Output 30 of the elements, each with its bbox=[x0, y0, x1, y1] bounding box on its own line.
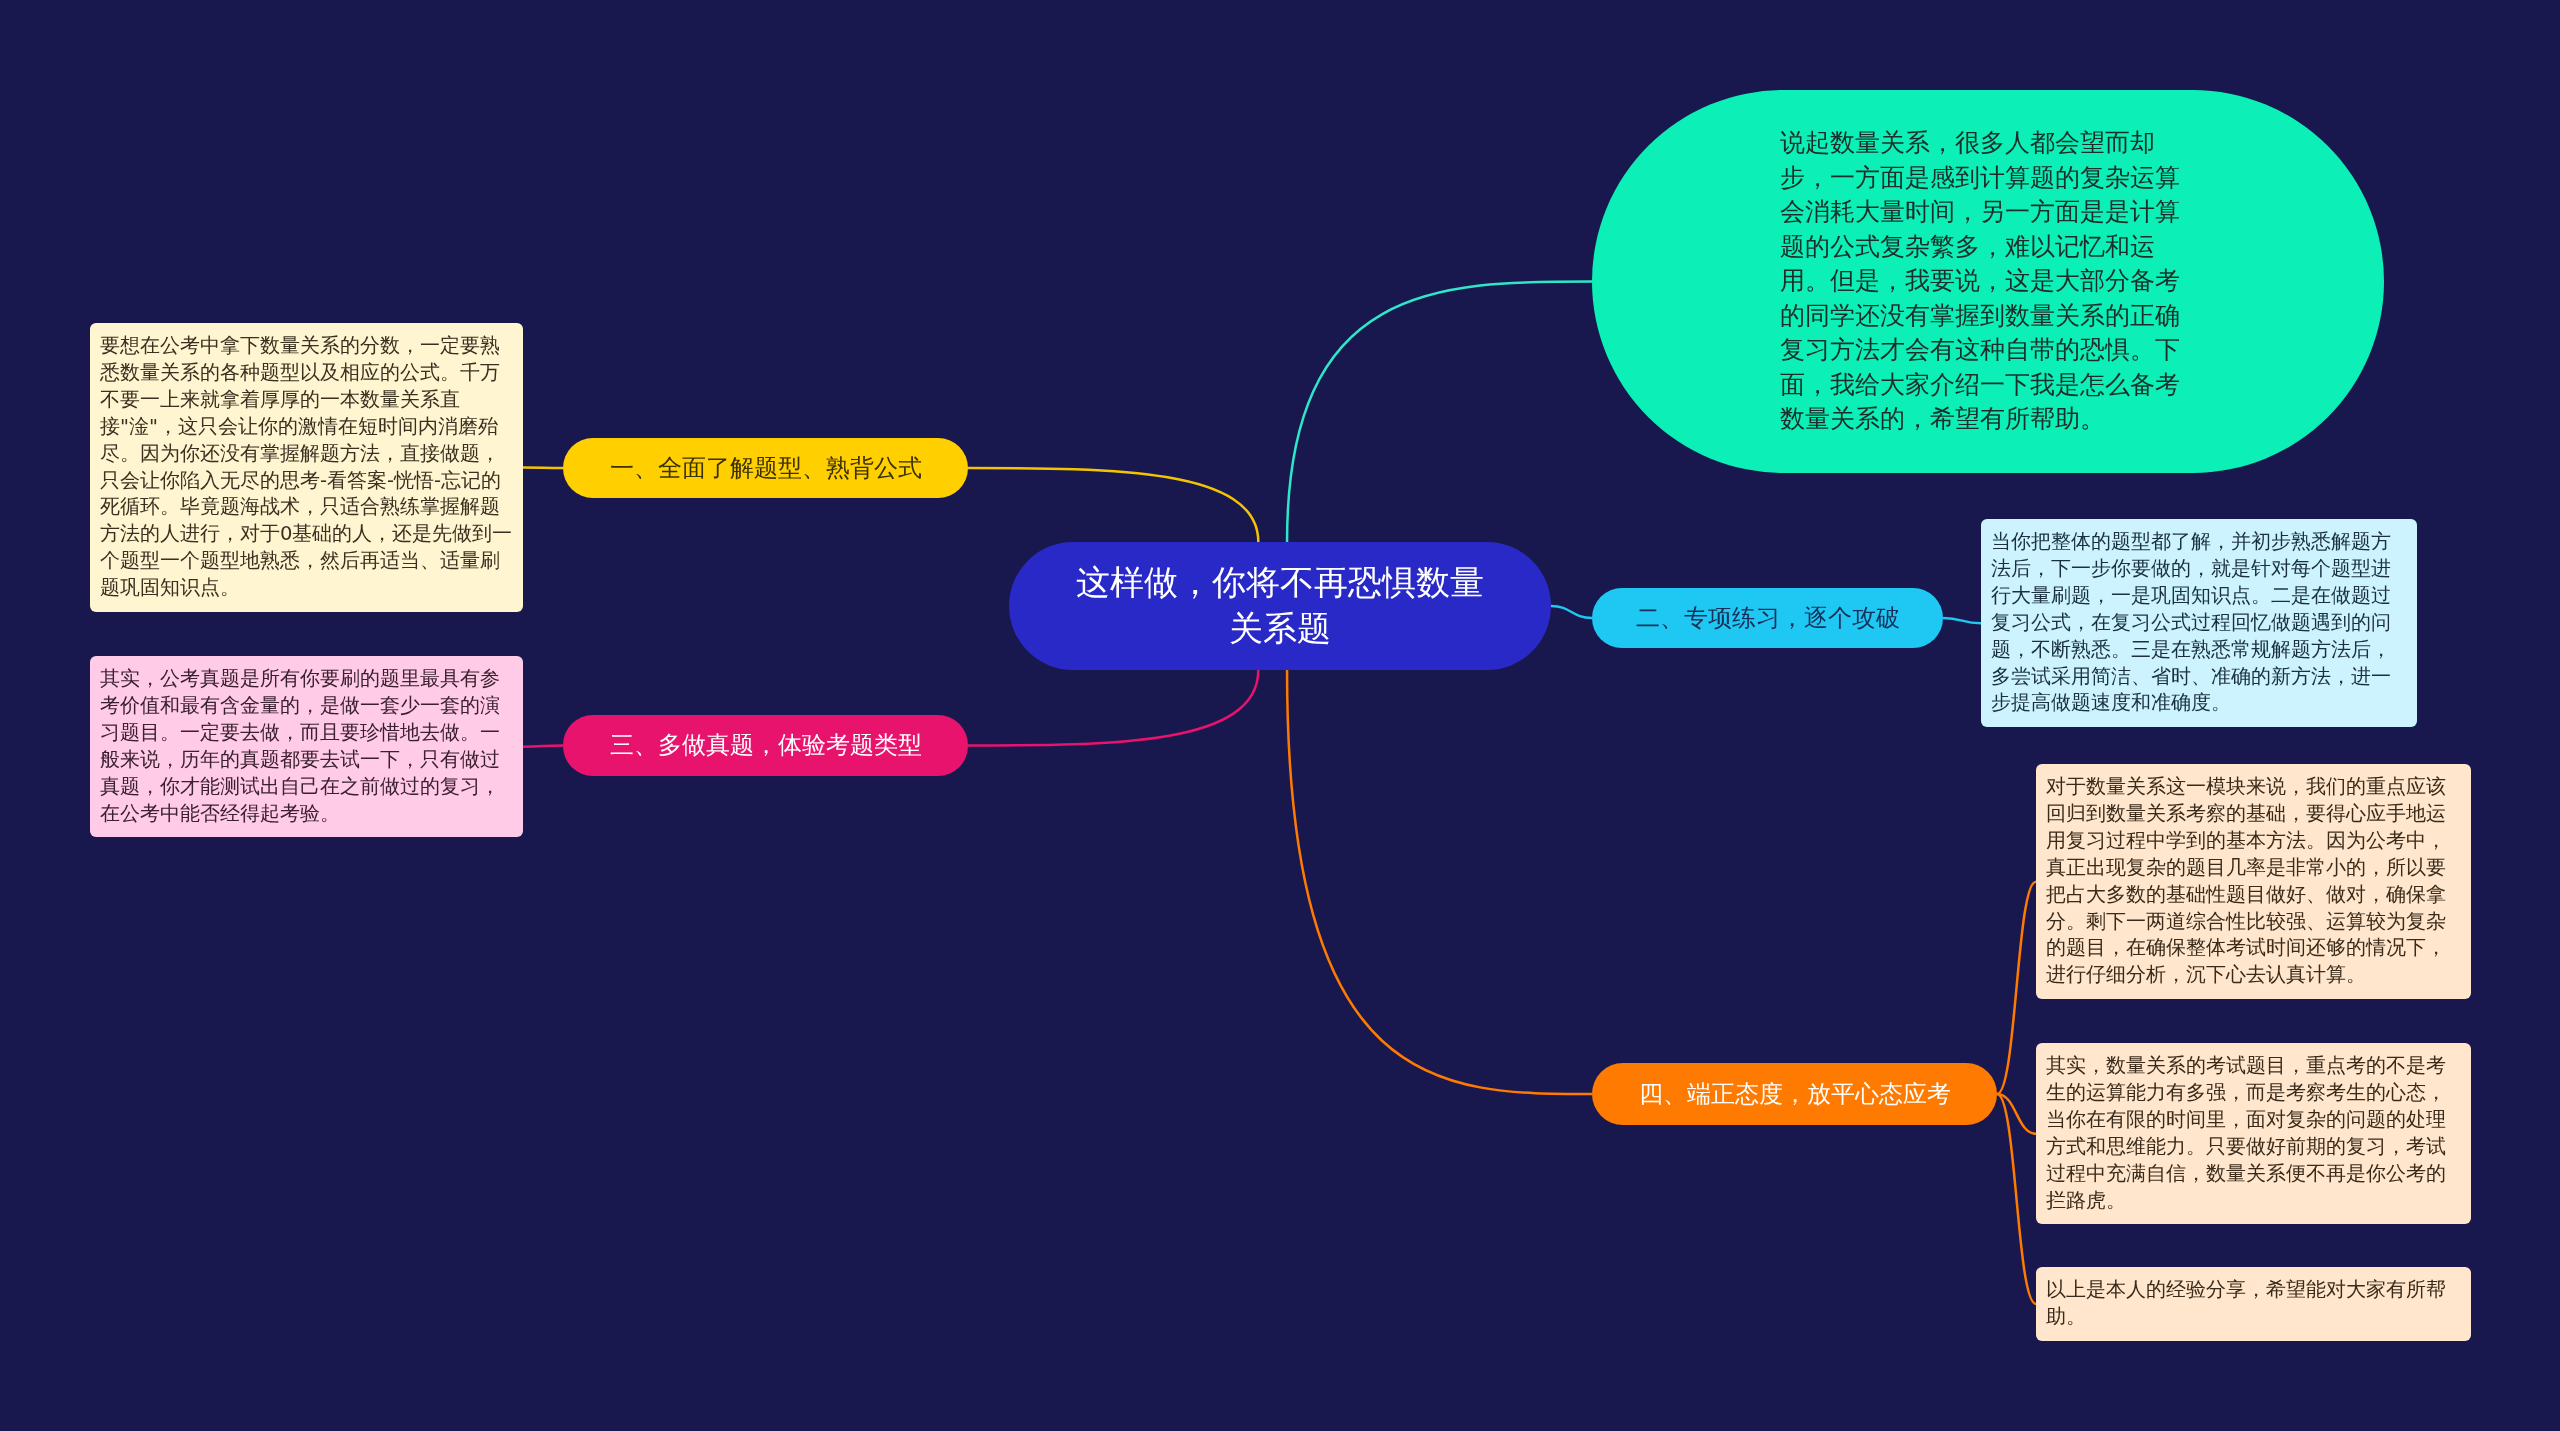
note-text: 其实，数量关系的考试题目，重点考的不是考生的运算能力有多强，而是考察考生的心态，当你在有限的时间里，面对复杂的问题的处理方式和思维能力。只要做好前期的复习，考试过程中充满自信，数量关系便不再是你公考的拦路虎。 bbox=[2046, 1053, 2447, 1214]
note-card bbox=[2036, 1267, 2471, 1341]
branch-title: 三、多做真题，体验考题类型 bbox=[609, 731, 922, 760]
note-text: 对于数量关系这一模块来说，我们的重点应该回归到数量关系考察的基础，要得心应手地运用复习过程中学到的基本方法。因为公考中，真正出现复杂的题目几率是非常小的，所以要把占大多数的基础性题目做好、做对，确保拿分。剩下一两道综合性比较强、运算较为复杂的题目，在确保整体考试时间还够的情况下，进行仔细分析，沉下心去认真计算。 bbox=[2046, 774, 2447, 989]
connector-line bbox=[523, 466, 563, 470]
intro-paragraph: 说起数量关系，很多人都会望而却步，一方面是感到计算题的复杂运算会消耗大量时间，另一方面是是计算题的公式复杂繁多，难以记忆和运用。但是，我要说，这是大部分备考的同学还没有掌握到数量关系的正确复习方法才会有这种自带的恐惧。下面，我给大家介绍一下我是怎么备考数量关系的，希望有所帮助。 bbox=[1780, 127, 2181, 436]
branch-title: 一、全面了解题型、熟背公式 bbox=[609, 453, 922, 483]
branch-pill bbox=[1592, 588, 1943, 648]
connector-line bbox=[1285, 669, 1592, 1096]
note-card bbox=[90, 656, 523, 838]
note-text: 其实，公考真题是所有你要刷的题里最具有参考价值和最有含金量的，是做一套少一套的演习题目。一定要去做，而且要珍惜地去做。一般来说，历年的真题都要去试一下，只有做过真题，你才能测试出自己在之前做过的复习，在公考中能否经得起考验。 bbox=[100, 666, 501, 827]
connector-line bbox=[1550, 604, 1593, 620]
branch-pill bbox=[563, 438, 968, 498]
note-card bbox=[1981, 519, 2417, 728]
note-card bbox=[2036, 764, 2471, 1000]
connector-line bbox=[1996, 1093, 2037, 1305]
note-text: 以上是本人的经验分享，希望能对大家有所帮助。 bbox=[2046, 1277, 2447, 1330]
connector-line bbox=[1996, 880, 2037, 1095]
connector-line bbox=[1285, 280, 1592, 543]
central-topic-text: 这样做，你将不再恐惧数量关系题 bbox=[1075, 561, 1485, 650]
branch-title: 二、专项练习，逐个攻破 bbox=[1635, 603, 1900, 633]
note-text: 要想在公考中拿下数量关系的分数，一定要熟悉数量关系的各种题型以及相应的公式。千万不要一上来就拿着厚厚的一本数量关系直接"淦"，这只会让你的激情在短时间内消磨殆尽。因为你还没有掌握解题方法，直接做题，只会让你陷入无尽的思考-看答案-恍悟-忘记的死循环。毕竟题海战术，只适合熟练掌握解题方法的人进行，对于0基础的人，还是先做到一个题型一个题型地熟悉，然后再适当、适量刷题巩固知识点。 bbox=[100, 333, 513, 602]
connector-line bbox=[1996, 1092, 2037, 1135]
branch-title: 四、端正态度，放平心态应考 bbox=[1638, 1079, 1951, 1109]
connector-line bbox=[1942, 616, 1982, 625]
connector-line bbox=[523, 744, 563, 748]
note-card bbox=[2036, 1043, 2471, 1225]
connector-line bbox=[968, 669, 1260, 747]
connector-line bbox=[968, 466, 1260, 543]
note-text: 当你把整体的题型都了解，并初步熟悉解题方法后，下一步你要做的，就是针对每个题型进行大量刷题，一是巩固知识点。二是在做题过复习公式，在复习公式过程回忆做题遇到的问题，不断熟悉。三是在熟悉常规解题方法后，多尝试采用简洁、省时、准确的新方法，进一步提高做题速度和准确度。 bbox=[1991, 529, 2392, 717]
